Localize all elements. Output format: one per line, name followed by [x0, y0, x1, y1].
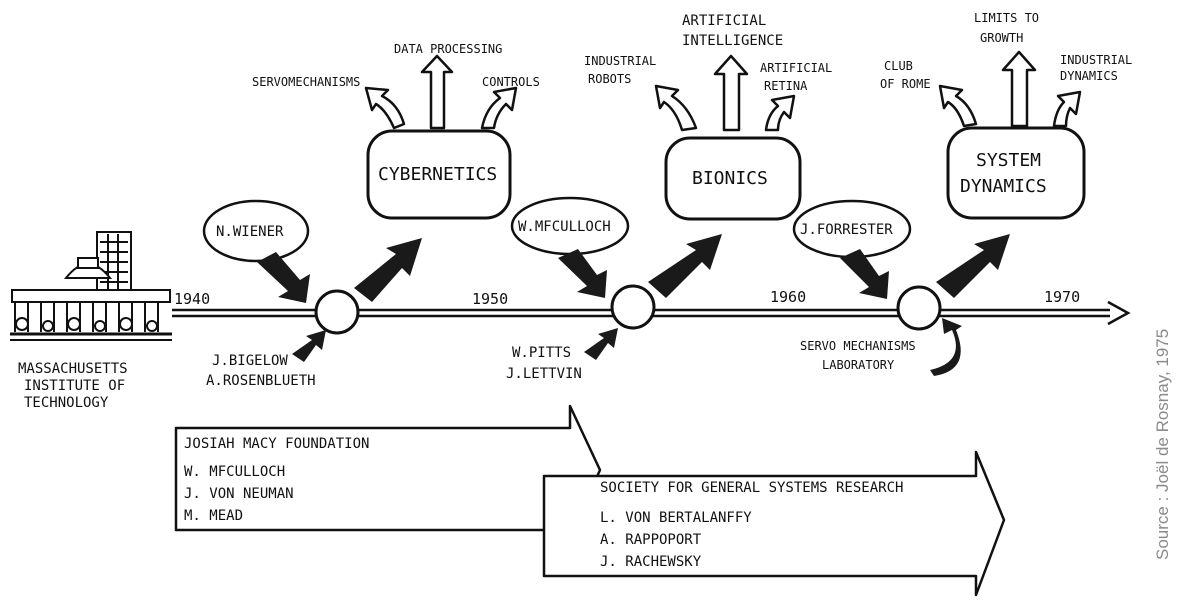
- arrow-servo-to-node: [930, 318, 962, 376]
- output-label-ai-line2: INTELLIGENCE: [682, 33, 783, 49]
- output-label-limits-line1: LIMITS TO: [974, 11, 1039, 25]
- source-credit: Source : Joël de Rosnay, 1975: [1153, 329, 1172, 560]
- output-label-club-of-rome-line2: OF ROME: [880, 77, 931, 91]
- output-label-retina-line2: RETINA: [764, 79, 808, 93]
- output-label-retina-line1: ARTIFICIAL: [760, 61, 832, 75]
- contributor-servo-lab-line1: SERVO MECHANISMS: [800, 339, 916, 353]
- contributor-lettvin: J.LETTVIN: [506, 366, 582, 382]
- outline-arrows-bionics: [654, 54, 796, 132]
- outline-arrows-cybernetics: [364, 54, 518, 130]
- output-label-data-processing: DATA PROCESSING: [394, 42, 502, 56]
- field-box-bionics: [664, 136, 802, 221]
- timeline-node-system-dynamics: [896, 285, 942, 331]
- macy-member-1: W. MFCULLOCH: [184, 464, 285, 480]
- person-label-mcculloch: W.MFCULLOCH: [518, 219, 611, 235]
- person-bubble-wiener: [202, 199, 310, 263]
- field-label-bionics: BIONICS: [692, 168, 768, 189]
- year-label-1950: 1950: [472, 290, 508, 308]
- macy-member-2: J. VON NEUMAN: [184, 486, 294, 502]
- output-label-club-of-rome-line1: CLUB: [884, 59, 913, 73]
- timeline-node-bionics: [610, 284, 656, 330]
- sgsr-member-2: A. RAPPOPORT: [600, 532, 702, 548]
- field-label-system-dynamics-line2: DYNAMICS: [960, 176, 1047, 197]
- arrow-node-to-bionics: [648, 234, 722, 298]
- arrow-forrester-to-node: [840, 249, 889, 299]
- person-label-wiener: N.WIENER: [216, 224, 284, 240]
- output-label-controls: CONTROLS: [482, 75, 540, 89]
- contributor-servo-lab-line2: LABORATORY: [822, 358, 895, 372]
- macy-member-3: M. MEAD: [184, 508, 243, 524]
- output-label-servomechanisms: SERVOMECHANISMS: [252, 75, 360, 89]
- arrow-bigelow-to-node: [292, 330, 326, 362]
- person-label-forrester: J.FORRESTER: [800, 222, 893, 238]
- output-label-industrial-dynamics-line1: INDUSTRIAL: [1060, 53, 1132, 67]
- field-box-system-dynamics: [946, 126, 1086, 220]
- year-label-1960: 1960: [770, 288, 806, 306]
- year-label-1940: 1940: [174, 290, 210, 308]
- arrow-node-to-cybernetics: [354, 238, 422, 302]
- institution-name-line1: MASSACHUSETTS: [18, 361, 128, 377]
- institution-name-line2: INSTITUTE OF: [24, 378, 125, 394]
- sgsr-member-3: J. RACHEWSKY: [600, 554, 702, 570]
- output-label-industrial-robots-line2: ROBOTS: [588, 72, 631, 86]
- output-label-ai-line1: ARTIFICIAL: [682, 13, 766, 29]
- arrow-mcculloch-to-node: [558, 249, 607, 298]
- contributor-bigelow: J.BIGELOW: [212, 353, 288, 369]
- output-label-industrial-dynamics-line2: DYNAMICS: [1060, 69, 1118, 83]
- field-box-cybernetics: [366, 129, 512, 220]
- arrow-node-to-system-dynamics: [936, 234, 1010, 298]
- mit-building-illustration: [10, 231, 172, 341]
- macy-foundation-title: JOSIAH MACY FOUNDATION: [184, 436, 369, 452]
- sgsr-arrow: [542, 450, 1006, 597]
- field-label-cybernetics: CYBERNETICS: [378, 164, 497, 185]
- institution-name-line3: TECHNOLOGY: [24, 395, 109, 411]
- arrow-wiener-to-node: [257, 252, 310, 303]
- field-label-system-dynamics-line1: SYSTEM: [976, 150, 1041, 171]
- contributor-rosenblueth: A.ROSENBLUETH: [206, 373, 316, 389]
- sgsr-title: SOCIETY FOR GENERAL SYSTEMS RESEARCH: [600, 480, 903, 496]
- year-label-1970: 1970: [1044, 288, 1080, 306]
- outline-arrows-system-dynamics: [938, 50, 1082, 128]
- arrow-pitts-to-node: [584, 328, 618, 360]
- timeline-node-cybernetics: [314, 289, 360, 335]
- output-label-industrial-robots-line1: INDUSTRIAL: [584, 54, 656, 68]
- output-label-limits-line2: GROWTH: [980, 31, 1023, 45]
- contributor-pitts: W.PITTS: [512, 345, 571, 361]
- sgsr-member-1: L. VON BERTALANFFY: [600, 510, 752, 526]
